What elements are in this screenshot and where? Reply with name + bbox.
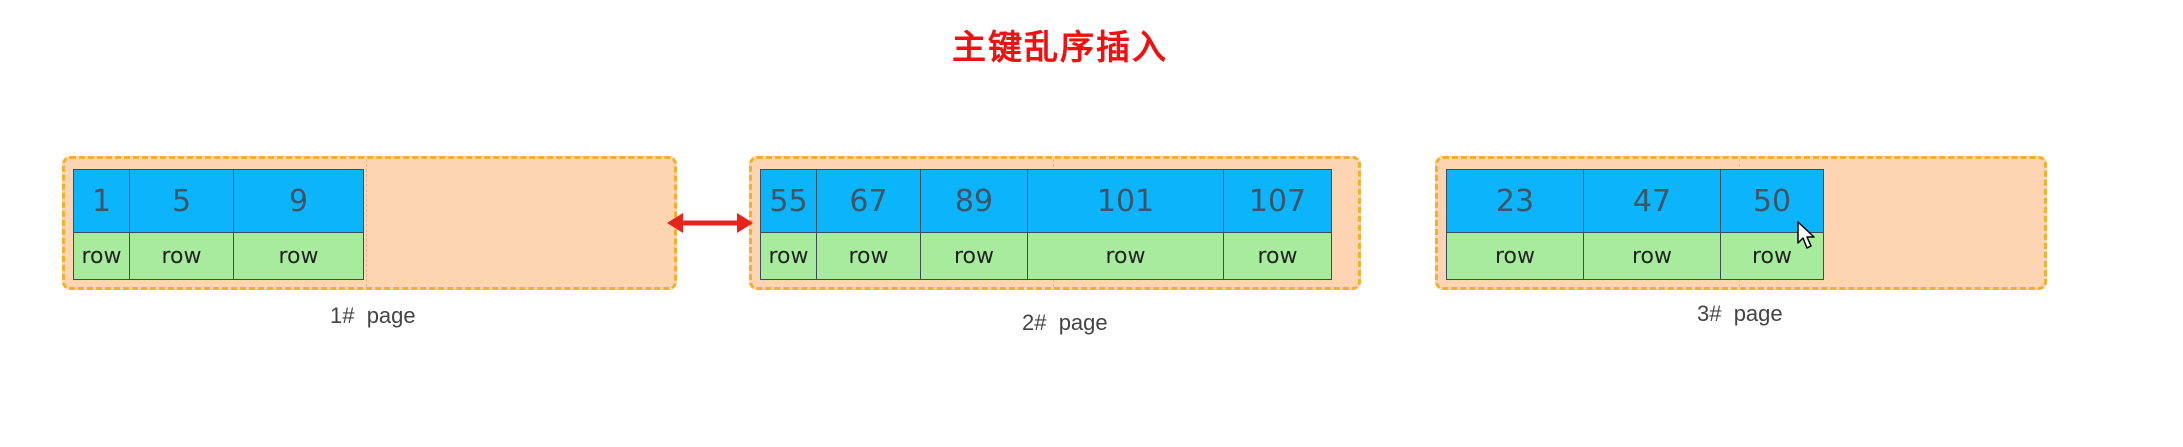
page-label: 2# page [1022, 310, 1108, 335]
record-row: row [1224, 233, 1331, 279]
record-key: 101 [1028, 170, 1223, 233]
record-row: row [234, 233, 363, 279]
record-row: row [130, 233, 233, 279]
record-row: row [1028, 233, 1223, 279]
record-key: 67 [817, 170, 920, 233]
page-label: 1# page [330, 303, 416, 328]
diagram-title: 主键乱序插入 [952, 28, 1168, 68]
record-key: 1 [74, 170, 129, 233]
record-row: row [921, 233, 1027, 279]
record-key: 89 [921, 170, 1027, 233]
page-label: 3# page [1697, 301, 1783, 326]
record-key: 23 [1447, 170, 1583, 233]
record-key: 5 [130, 170, 233, 233]
record-row: row [817, 233, 920, 279]
record-row: row [1721, 233, 1823, 279]
record-row: row [1584, 233, 1720, 279]
record-key: 107 [1224, 170, 1331, 233]
record-key: 47 [1584, 170, 1720, 233]
double-arrow-icon [667, 213, 753, 233]
record-row: row [74, 233, 129, 279]
record-key: 55 [761, 170, 816, 233]
record-row: row [1447, 233, 1583, 279]
pointer-icon [1797, 221, 1815, 249]
record-key: 50 [1721, 170, 1823, 233]
record-key: 9 [234, 170, 363, 233]
record-row: row [761, 233, 816, 279]
free-space-divider [366, 159, 367, 287]
